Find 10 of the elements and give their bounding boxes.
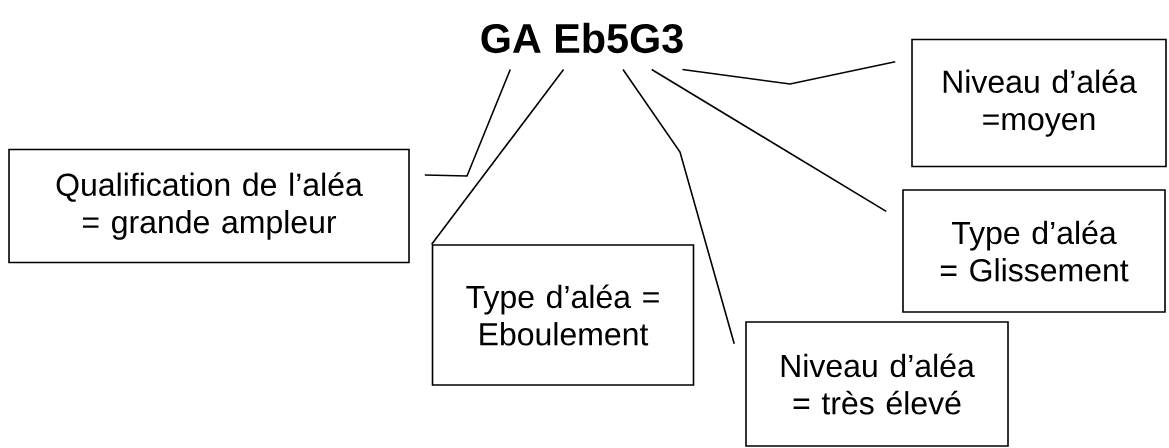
label-box: Type d’aléa = Glissement xyxy=(902,189,1166,313)
label-box: Niveau d’aléa =moyen xyxy=(911,38,1167,168)
label-box: Type d’aléa = Eboulement xyxy=(431,244,695,386)
leader-line xyxy=(622,68,735,345)
title: GA Eb5G3 xyxy=(481,22,683,54)
leader-line xyxy=(424,68,512,177)
leader-line xyxy=(681,61,896,85)
label-box: Qualification de l’aléa = grande ampleur xyxy=(8,148,410,264)
label-box: Niveau d’aléa = très élevé xyxy=(745,321,1009,447)
leader-line xyxy=(650,68,887,213)
